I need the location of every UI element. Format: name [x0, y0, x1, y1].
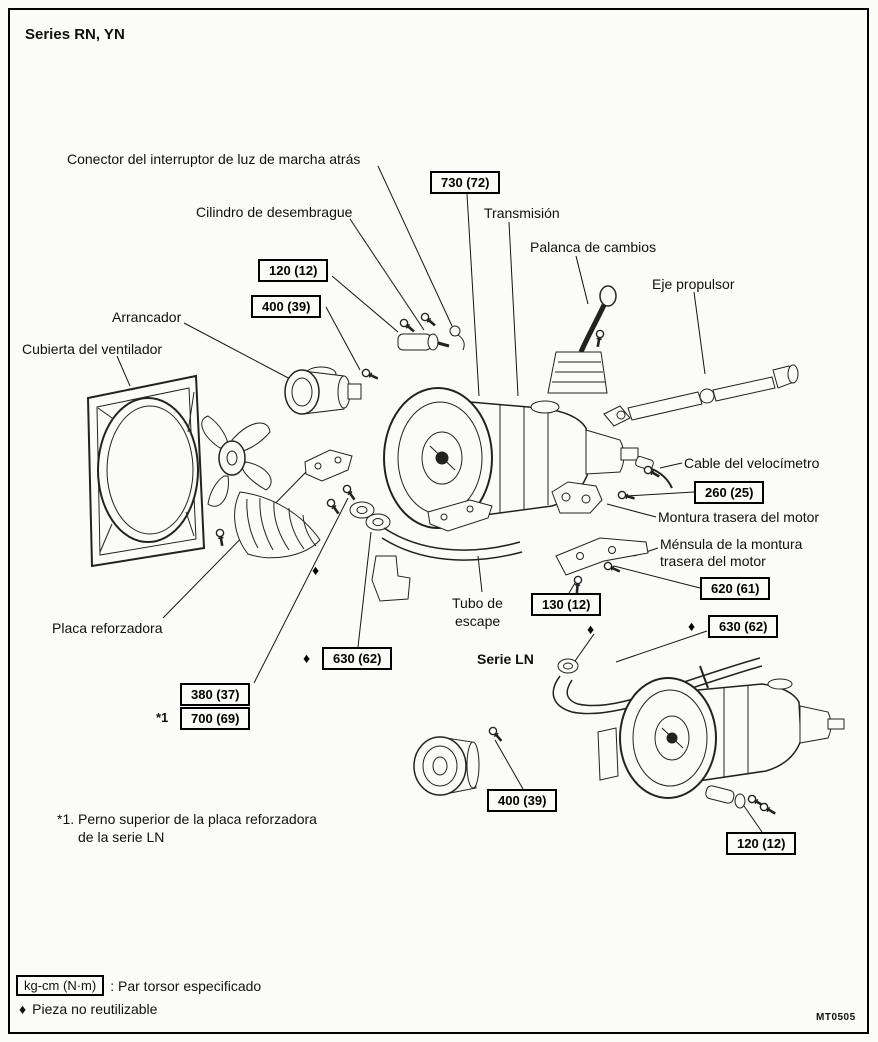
label-starter: Arrancador [112, 309, 182, 325]
exhaust-pipe-rn-drawing [349, 501, 523, 602]
footnote-line-1: *1. Perno superior de la placa reforzado… [57, 811, 317, 827]
diamond-mark-3: ♦ [587, 621, 595, 637]
torque-700: 700 (69) [180, 707, 251, 730]
label-fan-shroud: Cubierta del ventilador [22, 341, 163, 357]
label-rear-mount-bracket-line2: trasera del motor [660, 553, 766, 569]
legend-diamond-icon: ♦ [19, 1001, 27, 1017]
clutch-cylinder-ln-drawing [705, 785, 746, 809]
diamond-mark-1: ♦ [312, 562, 320, 578]
torque-400-rn: 400 (39) [251, 295, 322, 318]
diamond-mark-2: ♦ [303, 650, 311, 666]
rear-mount-drawing [551, 481, 603, 514]
transmission-ln-drawing [597, 677, 845, 799]
torque-120-rn: 120 (12) [258, 259, 329, 282]
label-reverse-light-connector: Conector del interruptor de luz de march… [67, 151, 361, 167]
propeller-shaft-drawing [603, 364, 799, 427]
reinforcement-plate-drawing [304, 449, 493, 532]
label-propeller-shaft: Eje propulsor [652, 276, 735, 292]
gasket-ln-drawing [557, 658, 579, 674]
torque-380: 380 (37) [180, 683, 251, 706]
label-transmission: Transmisión [484, 205, 560, 221]
label-serie-ln: Serie LN [477, 651, 534, 667]
label-rear-mount-bracket-line1: Ménsula de la montura [660, 536, 803, 552]
torque-630-right: 630 (62) [708, 615, 779, 638]
label-reinforcement-plate: Placa reforzadora [52, 620, 163, 636]
label-rear-engine-mount: Montura trasera del motor [658, 509, 820, 525]
diamond-mark-4: ♦ [688, 618, 696, 634]
clutch-cylinder-drawing [397, 333, 450, 351]
torque-620: 620 (61) [700, 577, 771, 600]
legend-unit-box: kg-cm (N·m) [16, 975, 105, 996]
doc-code: MT0505 [816, 1012, 856, 1023]
torque-400-ln: 400 (39) [487, 789, 558, 812]
label-clutch-release-cylinder: Cilindro de desembrague [196, 204, 353, 220]
connector-drawing [449, 325, 465, 351]
transmission-rn-drawing [383, 387, 639, 529]
mount-bracket-drawing [555, 537, 649, 576]
fan-shroud-drawing [86, 374, 206, 568]
legend-unit-text: : Par torsor especificado [110, 977, 262, 994]
fan-drawing [201, 415, 272, 507]
page-border [8, 8, 869, 1034]
legend-diamond-row: ♦ Pieza no reutilizable [19, 1001, 157, 1017]
leader-lines [116, 165, 763, 833]
torque-730: 730 (72) [430, 171, 501, 194]
starter-ln-drawing [413, 736, 480, 796]
torque-130: 130 (12) [531, 593, 602, 616]
shift-lever-drawing [547, 285, 617, 394]
label-shift-lever: Palanca de cambios [530, 239, 657, 255]
label-exhaust-pipe-line2: escape [455, 613, 501, 629]
heat-shield-drawing [234, 491, 321, 559]
legend-torque-row: kg-cm (N·m) : Par torsor especificado [16, 975, 261, 996]
torque-120-ln: 120 (12) [726, 832, 797, 855]
legend-diamond-text: Pieza no reutilizable [32, 1001, 158, 1017]
torque-700-note: *1 [156, 710, 169, 725]
torque-630-left: 630 (62) [322, 647, 393, 670]
label-speedometer-cable: Cable del velocímetro [684, 455, 820, 471]
torque-260: 260 (25) [694, 481, 765, 504]
footnote-line-2: de la serie LN [78, 829, 165, 845]
label-exhaust-pipe-line1: Tubo de [452, 595, 503, 611]
starter-drawing [284, 366, 362, 415]
label-series-title: Series RN, YN [25, 26, 125, 43]
